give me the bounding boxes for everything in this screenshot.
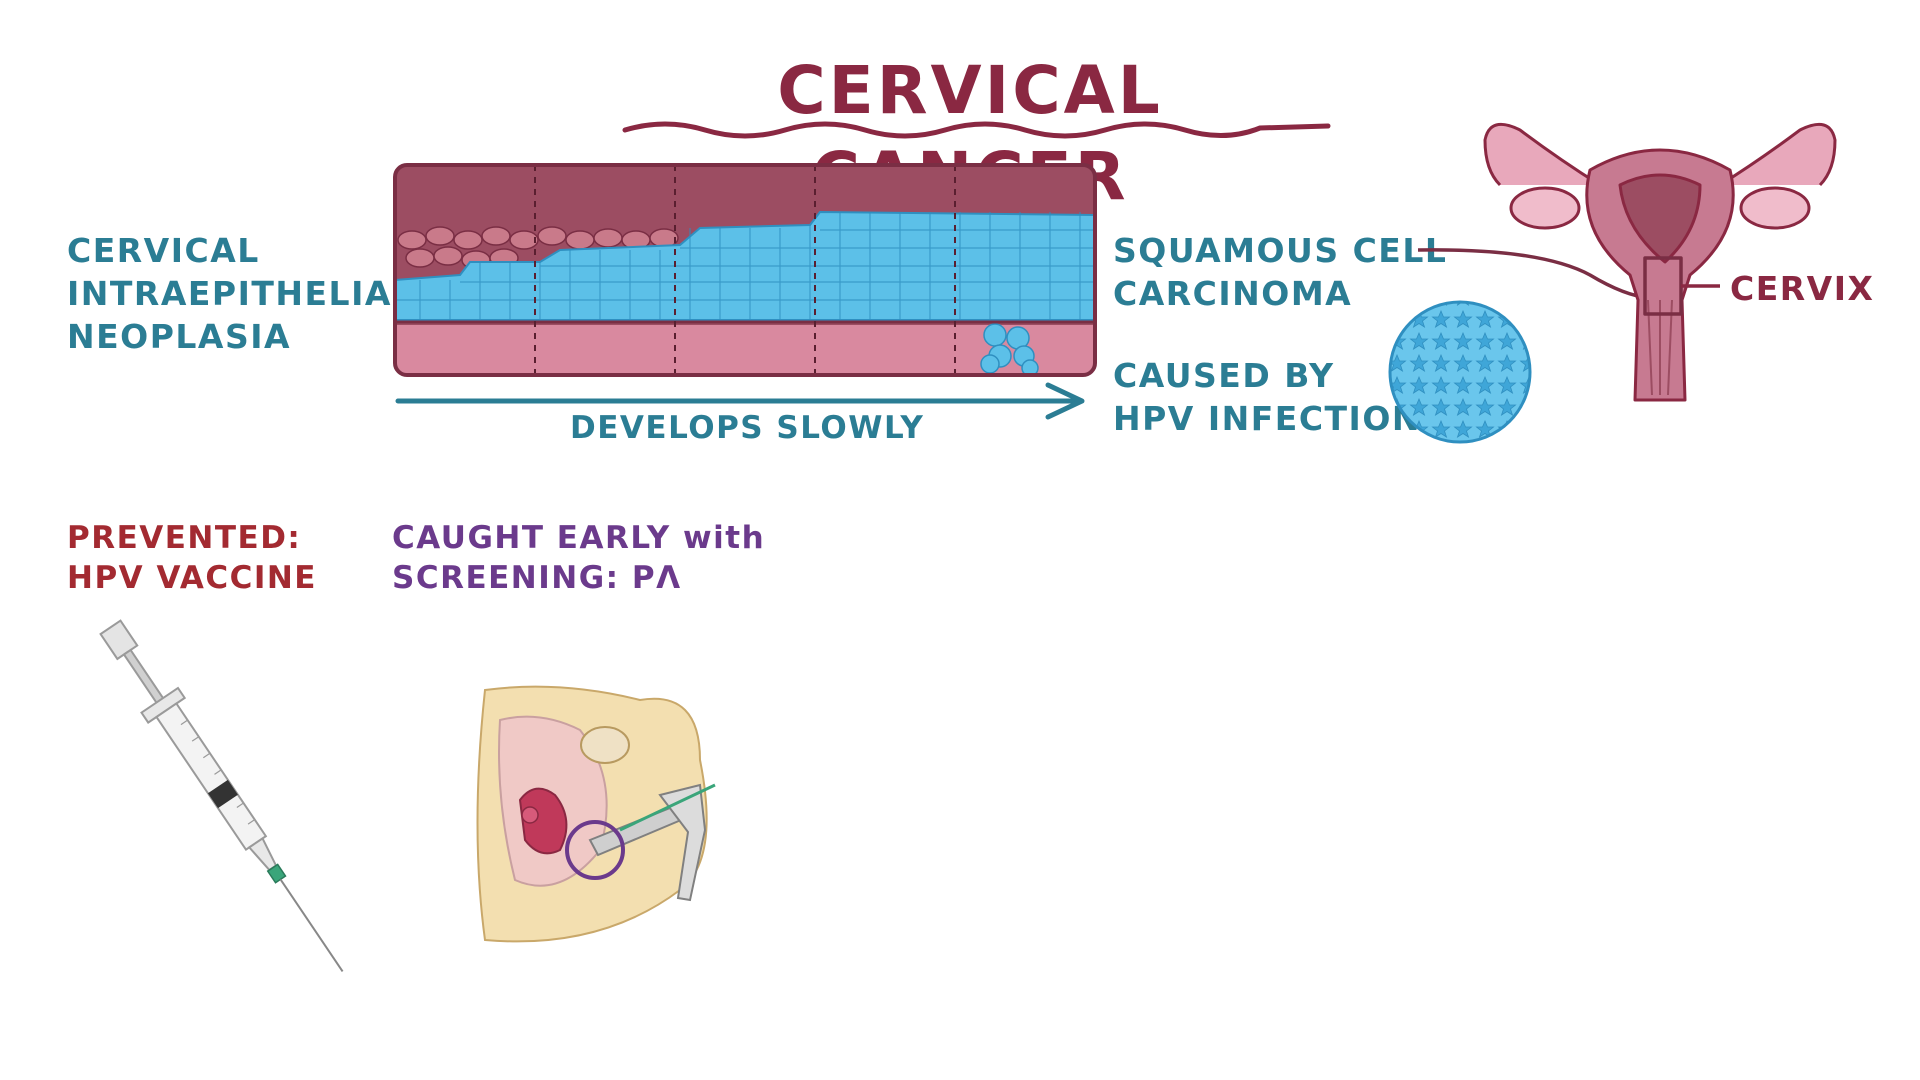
uterus-icon <box>1483 122 1837 402</box>
tissue-progression-diagram <box>395 165 1095 375</box>
squamous-cell-carcinoma-label: SQUAMOUS CELL CARCINOMA <box>1113 231 1448 313</box>
hpv-virus-icon <box>1388 300 1532 444</box>
develops-slowly-arrow <box>395 382 1085 420</box>
cervix-label: CERVIX <box>1730 269 1875 308</box>
screening-label: CAUGHT EARLY with SCREENING: Pʌ <box>392 520 766 597</box>
develops-slowly-label: DEVELOPS SLOWLY <box>570 410 925 446</box>
scc-leader-line <box>1417 248 1651 300</box>
syringe-icon <box>99 619 344 972</box>
prevented-label: PREVENTED: HPV VACCINE <box>67 520 317 597</box>
hpv-cause-label: CAUSED BY HPV INFECTION <box>1113 356 1421 438</box>
pelvic-screening-illustration <box>476 685 716 943</box>
cin-label: CERVICAL INTRAEPITHELIAL NEOPLASIA <box>67 231 415 356</box>
title-underline <box>622 121 1331 139</box>
